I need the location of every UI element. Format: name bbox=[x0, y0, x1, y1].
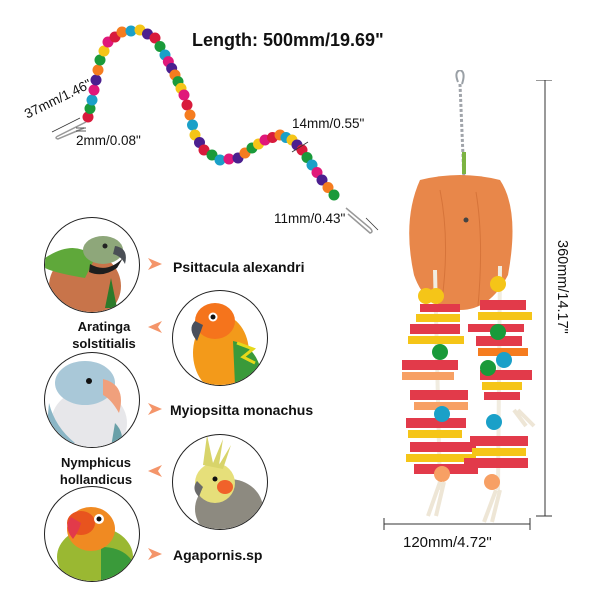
wire-diameter-label: 2mm/0.08" bbox=[76, 133, 141, 148]
dimension-tick bbox=[291, 141, 309, 153]
wood-bead bbox=[434, 406, 450, 422]
arrow-left-icon bbox=[148, 465, 162, 477]
species-label: Psittacula alexandri bbox=[173, 259, 305, 275]
bead bbox=[86, 94, 98, 106]
bead bbox=[98, 45, 110, 57]
bead-string-illustration bbox=[51, 24, 379, 234]
wood-block bbox=[410, 442, 476, 452]
bead bbox=[149, 32, 161, 44]
width-label: 120mm/4.72" bbox=[403, 534, 492, 551]
species-line: hollandicus bbox=[59, 472, 133, 487]
wood-block bbox=[408, 336, 464, 344]
bead bbox=[90, 74, 102, 86]
wood-block bbox=[416, 314, 460, 322]
hook-icon bbox=[455, 70, 465, 85]
bead bbox=[184, 109, 196, 121]
wood-block bbox=[464, 458, 528, 468]
species-label-multiline: Aratinga solstitialis bbox=[66, 318, 142, 352]
rope-tassel bbox=[512, 408, 536, 428]
bead bbox=[125, 25, 137, 37]
bead-diameter-label: 14mm/0.55" bbox=[292, 116, 365, 131]
bird-photo-quaker bbox=[44, 352, 140, 448]
wood-bead bbox=[434, 466, 450, 482]
dimension-tick bbox=[365, 217, 379, 231]
wood-block bbox=[410, 390, 468, 400]
sun-conure-icon bbox=[191, 303, 263, 385]
ringneck-parakeet-icon bbox=[45, 236, 126, 312]
bead bbox=[322, 182, 334, 193]
bead bbox=[88, 84, 100, 96]
wood-block bbox=[420, 304, 460, 312]
wood-block bbox=[470, 436, 528, 446]
bird-photo-cockatiel bbox=[172, 434, 268, 530]
wood-block bbox=[480, 300, 526, 310]
species-label: Agapornis.sp bbox=[173, 547, 263, 563]
wood-block bbox=[476, 336, 522, 346]
wood-block bbox=[414, 402, 468, 410]
quaker-parrot-icon bbox=[45, 361, 127, 447]
length-title: Length: 500mm/19.69" bbox=[192, 30, 384, 50]
bird-photo-ringneck bbox=[44, 217, 140, 313]
bead bbox=[92, 64, 104, 76]
wood-block bbox=[478, 348, 528, 356]
bead bbox=[181, 99, 193, 111]
wood-block bbox=[480, 370, 532, 380]
wood-block bbox=[482, 382, 522, 390]
bead bbox=[82, 111, 94, 123]
rope-tassel bbox=[482, 489, 502, 523]
wood-block bbox=[484, 392, 520, 400]
wood-block bbox=[408, 430, 462, 438]
dimension-lines bbox=[383, 80, 552, 530]
wood-bead bbox=[486, 414, 502, 430]
bead bbox=[206, 149, 218, 161]
wood-block bbox=[478, 312, 532, 320]
wood-block bbox=[406, 418, 466, 428]
lovebird-icon bbox=[57, 507, 139, 581]
arrow-right-icon bbox=[148, 403, 162, 415]
wood-block bbox=[406, 454, 476, 462]
bead bbox=[154, 41, 166, 52]
bead bbox=[178, 89, 190, 101]
species-line: Aratinga bbox=[77, 319, 131, 334]
bead bbox=[84, 103, 96, 114]
clip-icon bbox=[55, 121, 87, 140]
bead bbox=[223, 153, 235, 165]
wood-block bbox=[402, 372, 454, 380]
cockatiel-icon bbox=[194, 435, 263, 529]
arrow-left-icon bbox=[148, 321, 162, 333]
bird-photo-lovebird bbox=[44, 486, 140, 582]
bead bbox=[187, 119, 198, 131]
bird-photo-sun-conure bbox=[172, 290, 268, 386]
wood-block bbox=[402, 360, 458, 370]
bead bbox=[116, 26, 128, 38]
wood-bead bbox=[428, 288, 444, 304]
species-label: Myiopsitta monachus bbox=[170, 402, 314, 418]
species-line: Nymphicus bbox=[60, 455, 132, 470]
wood-bead bbox=[490, 324, 506, 340]
wood-bead bbox=[484, 474, 500, 490]
wood-block bbox=[472, 448, 526, 456]
dimension-tick bbox=[51, 117, 81, 133]
species-label-multiline: Nymphicus hollandicus bbox=[54, 454, 138, 488]
arrow-right-icon bbox=[148, 258, 162, 270]
bead bbox=[214, 154, 226, 166]
wood-bead bbox=[432, 344, 448, 360]
hanging-toy-illustration bbox=[402, 70, 536, 523]
wood-bead bbox=[480, 360, 496, 376]
wood-bead bbox=[496, 352, 512, 368]
bead bbox=[316, 174, 328, 186]
clip-icon bbox=[345, 207, 373, 234]
bead bbox=[94, 54, 106, 66]
wood-block bbox=[410, 324, 460, 334]
bead bbox=[328, 189, 340, 201]
height-label: 360mm/14.17" bbox=[554, 240, 570, 334]
clip-size-label: 11mm/0.43" bbox=[274, 211, 346, 226]
arrow-right-icon bbox=[148, 548, 162, 560]
wood-bead bbox=[490, 276, 506, 292]
rope-tassel bbox=[426, 481, 446, 517]
species-line: solstitialis bbox=[72, 336, 136, 351]
bead bbox=[198, 144, 210, 156]
